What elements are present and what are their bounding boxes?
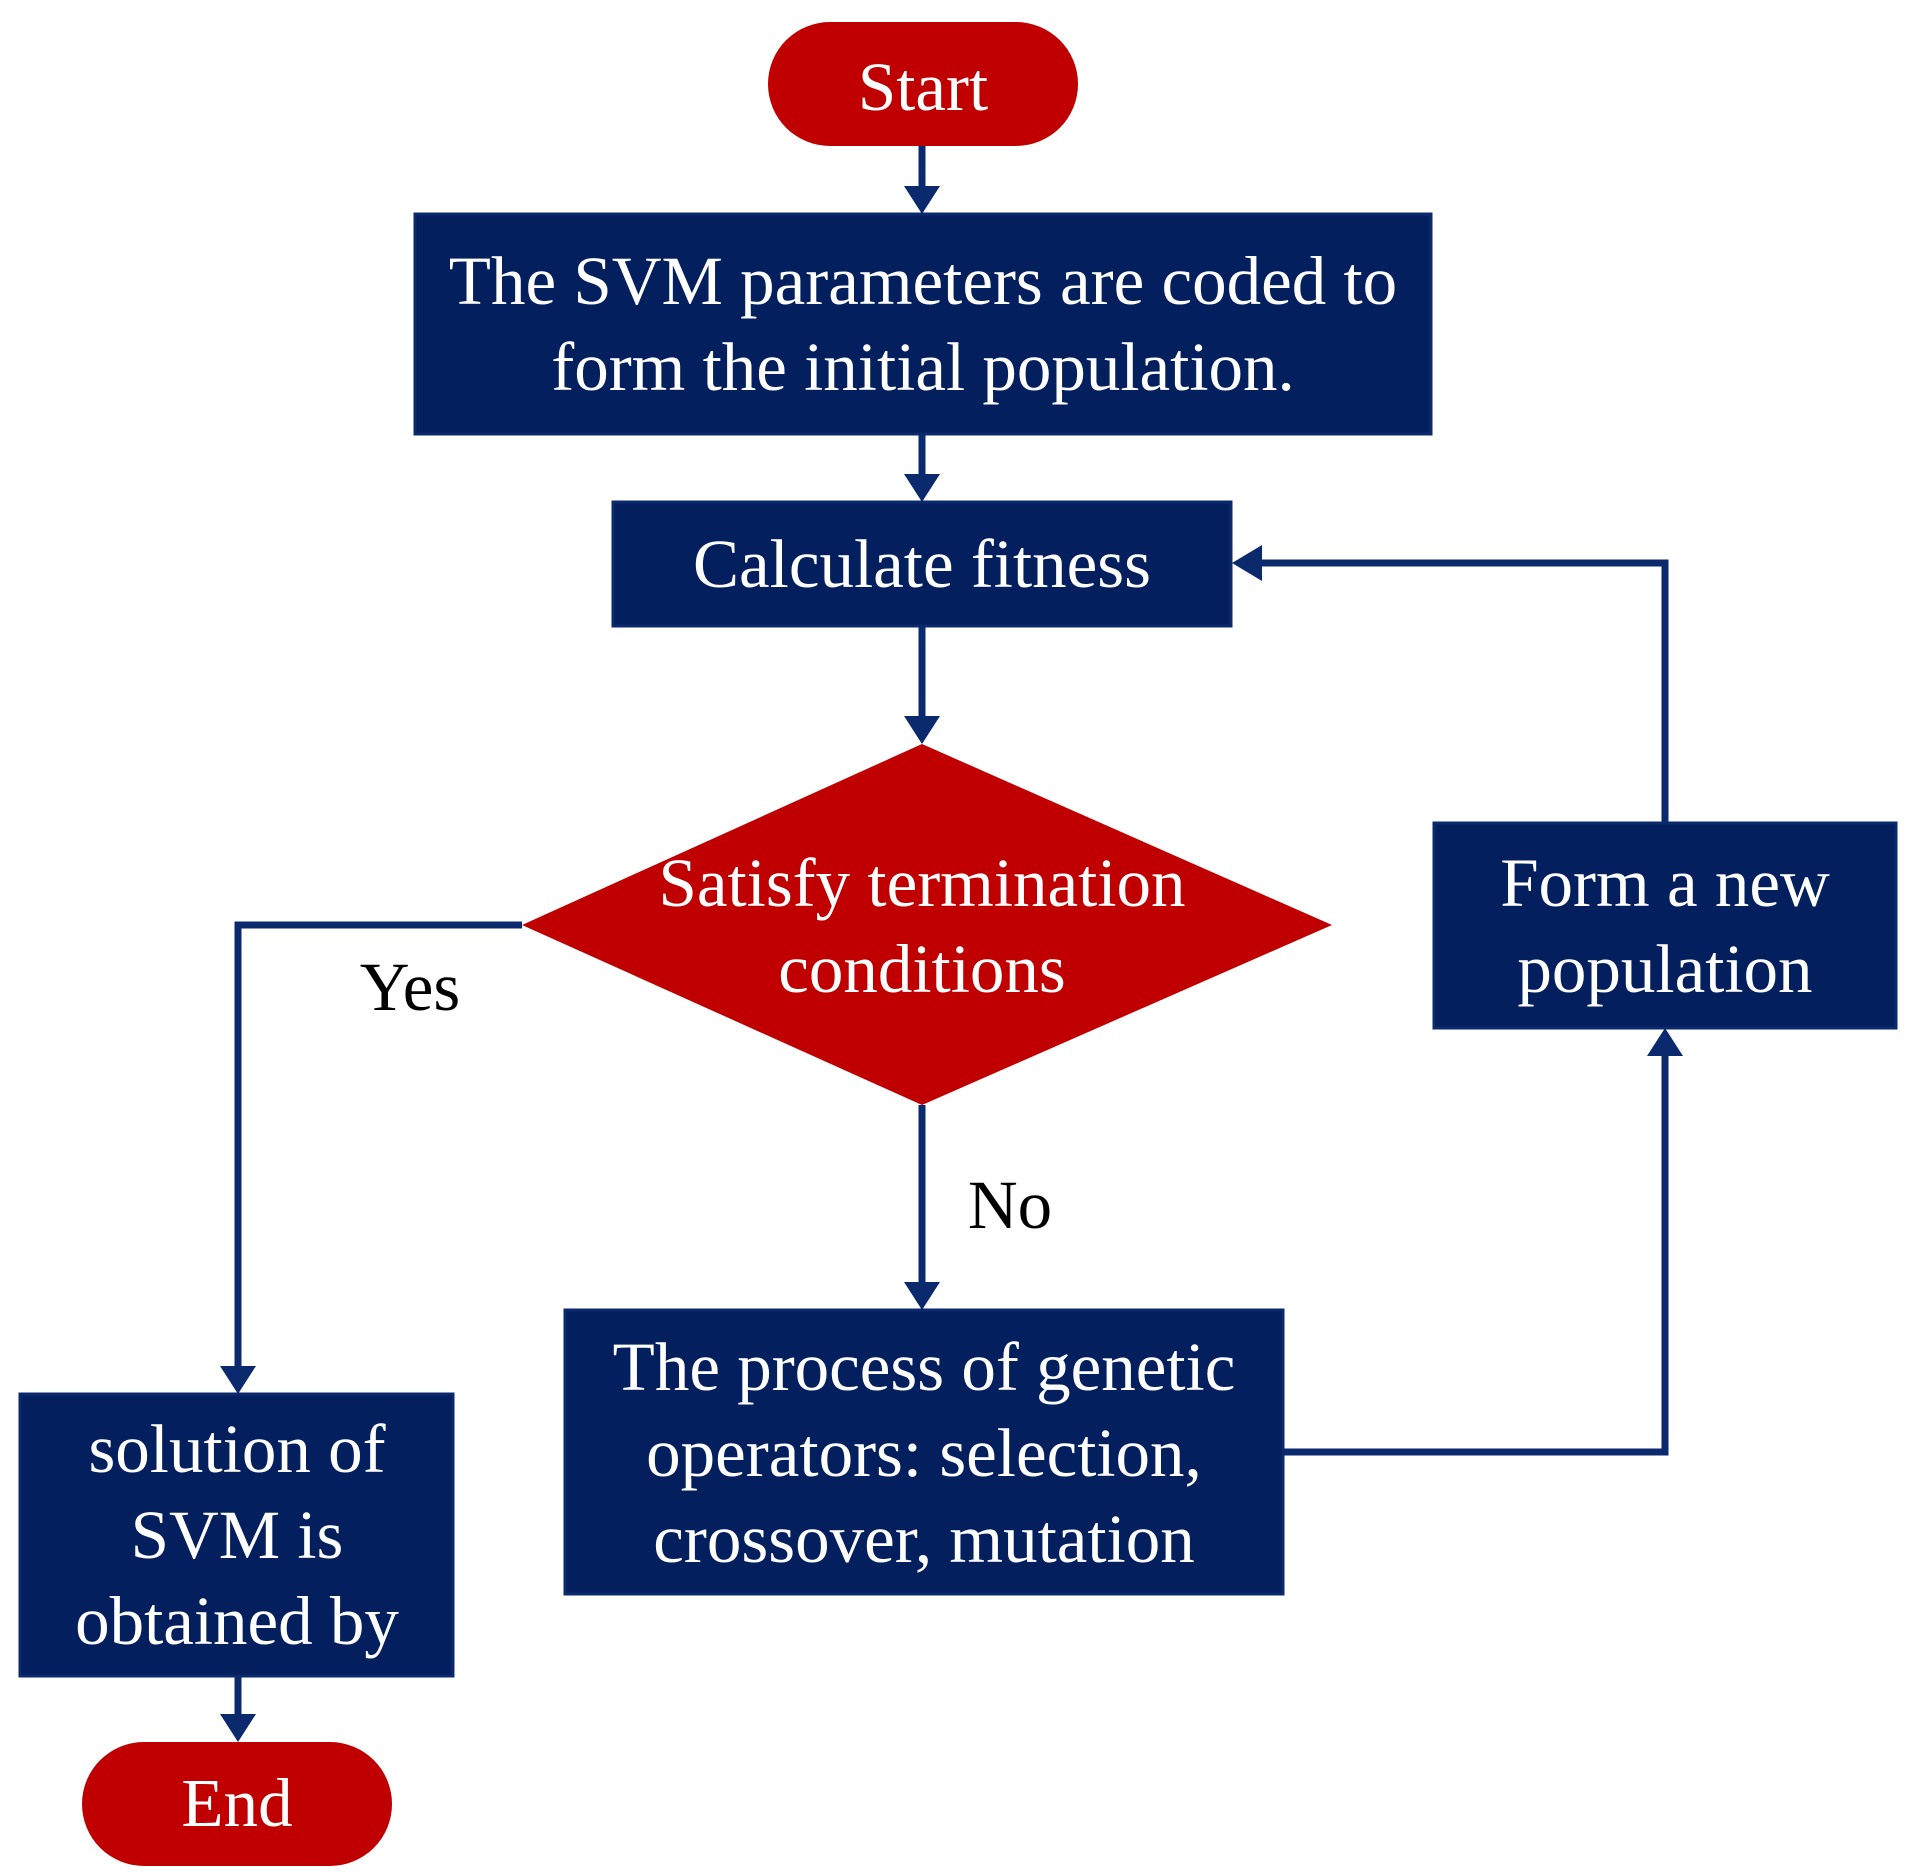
solution-line-2: SVM is [131,1497,344,1573]
decision-line-1: Satisfy termination [658,845,1185,921]
solution-process: solution of SVM is obtained by [18,1392,455,1678]
decision-diamond [522,744,1332,1105]
arrowhead-newpop [1647,1028,1683,1056]
genetic-line-1: The process of genetic [613,1329,1236,1405]
new-population-line-1: Form a new [1500,845,1830,921]
arrowhead-fitness-loop [1232,545,1262,581]
connectors [220,146,1683,1742]
init-line-1: The SVM parameters are coded to [449,243,1397,319]
yes-label: Yes [360,949,460,1025]
fitness-process: Calculate fitness [611,500,1233,628]
genetic-box [563,1308,1285,1596]
solution-line-1: solution of [88,1411,385,1487]
edge-genetic-newpop [1283,1052,1669,1456]
arrowhead-init [904,186,940,214]
decision-line-2: conditions [778,931,1066,1007]
genetic-operators-process: The process of genetic operators: select… [563,1308,1285,1596]
start-label: Start [858,49,988,125]
arrowhead-fitness [904,474,940,502]
solution-box [18,1392,455,1678]
start-terminal: Start [768,22,1078,146]
end-shape [82,1742,392,1866]
init-box [413,212,1433,436]
init-process: The SVM parameters are coded to form the… [413,212,1433,436]
fitness-box [611,500,1233,628]
genetic-line-3: crossover, mutation [653,1501,1194,1577]
edge-decision-solution [234,921,522,1370]
end-label: End [181,1765,292,1841]
new-population-process: Form a new population [1432,821,1898,1030]
arrowhead-end [220,1714,256,1742]
fitness-label: Calculate fitness [693,526,1151,602]
solution-line-3: obtained by [75,1583,399,1659]
end-terminal: End [82,1742,392,1866]
start-shape [768,22,1078,146]
arrowhead-genetic [904,1282,940,1310]
termination-decision: Satisfy termination conditions [522,744,1332,1105]
init-line-2: form the initial population. [551,329,1295,405]
new-population-line-2: population [1517,931,1812,1007]
no-label: No [968,1167,1052,1243]
genetic-line-2: operators: selection, [646,1415,1202,1491]
new-population-box [1432,821,1898,1030]
edge-newpop-fitness [1258,559,1669,823]
arrowhead-decision [904,716,940,744]
arrowhead-solution [220,1366,256,1394]
